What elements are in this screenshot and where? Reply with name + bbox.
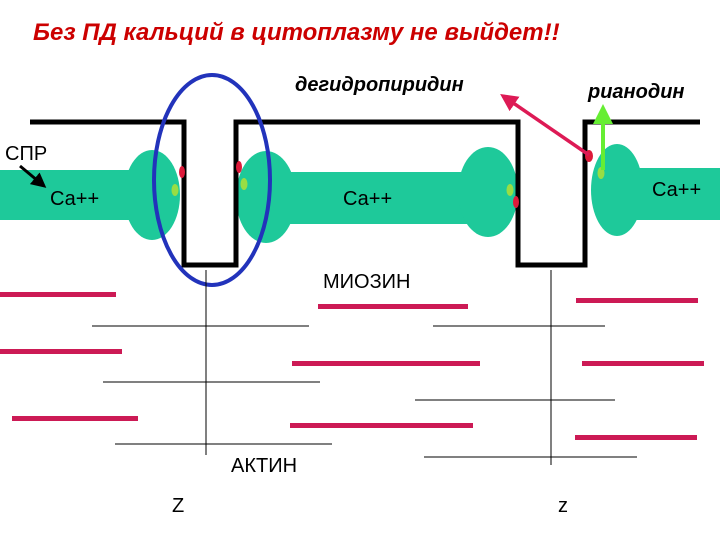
myosin-filament xyxy=(290,423,473,428)
myosin-filament xyxy=(318,304,468,309)
myosin-filament xyxy=(582,361,704,366)
label-spr: СПР xyxy=(5,143,47,165)
reticulum-left-cistern xyxy=(124,150,180,240)
spr-arrow xyxy=(19,164,47,188)
ryr-receptor-1 xyxy=(171,184,179,196)
dhp-receptor-1 xyxy=(179,166,185,178)
dhp-receptor-3 xyxy=(513,196,519,208)
receptors xyxy=(171,150,605,208)
label-ca-right: Са++ xyxy=(652,179,701,201)
label-ca-middle: Са++ xyxy=(343,188,392,210)
myosin-filament xyxy=(12,416,138,421)
label-ca-left: Са++ xyxy=(50,188,99,210)
label-dhp: дегидропиридин xyxy=(295,74,464,96)
myosin-filaments xyxy=(0,292,704,440)
myosin-filament xyxy=(0,349,122,354)
label-z-right: z xyxy=(558,495,568,517)
reticulum-middle-tube xyxy=(266,172,488,224)
reticulum-right-tube xyxy=(617,168,720,220)
dhp-arrow xyxy=(500,94,590,157)
dhp-receptor-2 xyxy=(236,161,242,173)
sarcoplasmic-reticulum xyxy=(0,144,720,243)
label-myosin: МИОЗИН xyxy=(323,271,411,293)
myosin-filament xyxy=(292,361,480,366)
highlight-ellipse xyxy=(152,73,272,287)
reticulum-left-tube xyxy=(0,170,140,220)
label-actin: АКТИН xyxy=(231,455,297,477)
myosin-filament xyxy=(0,292,116,297)
ryr-receptor-3 xyxy=(506,184,514,196)
diagram-title: Без ПД кальций в цитоплазму не выйдет!! xyxy=(33,19,560,46)
label-z-left: Z xyxy=(172,495,184,517)
ryr-receptor-2 xyxy=(240,178,248,190)
membrane-t-tubules xyxy=(30,119,700,268)
label-ryanodine: рианодин xyxy=(587,81,685,103)
reticulum-middle-cistern-right xyxy=(458,147,518,237)
myosin-filament xyxy=(575,435,697,440)
myosin-filament xyxy=(576,298,698,303)
actin-filaments xyxy=(92,325,637,458)
